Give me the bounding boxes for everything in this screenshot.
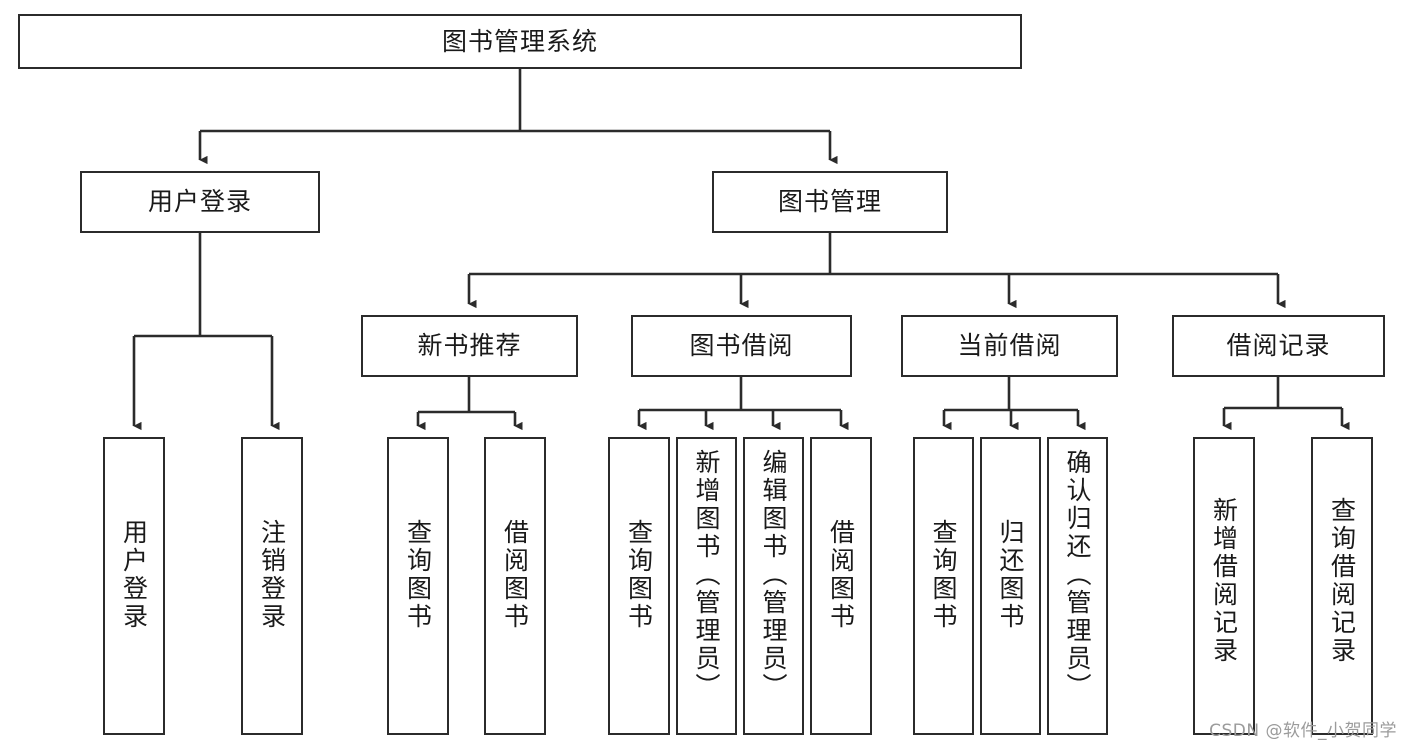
node-leaf-borrow-book-new[interactable]: 借阅图书 <box>484 437 546 735</box>
node-label: 注销登录 <box>257 519 287 631</box>
node-leaf-query-borrow-record[interactable]: 查询借阅记录 <box>1311 437 1373 735</box>
node-leaf-logout[interactable]: 注销登录 <box>241 437 303 735</box>
node-user-login[interactable]: 用户登录 <box>80 171 320 233</box>
node-leaf-user-login[interactable]: 用户登录 <box>103 437 165 735</box>
node-label: 借阅图书 <box>500 519 530 631</box>
node-leaf-return-book[interactable]: 归还图书 <box>980 437 1041 735</box>
node-leaf-add-borrow-record[interactable]: 新增借阅记录 <box>1193 437 1255 735</box>
node-root[interactable]: 图书管理系统 <box>18 14 1022 69</box>
node-label: 查询图书 <box>929 519 958 631</box>
node-leaf-query-book-new[interactable]: 查询图书 <box>387 437 449 735</box>
node-label: 查询借阅记录 <box>1327 497 1357 665</box>
watermark: CSDN @软件_小贺同学 <box>1209 721 1397 741</box>
node-current-borrow[interactable]: 当前借阅 <box>901 315 1118 377</box>
node-new-book-recommend[interactable]: 新书推荐 <box>361 315 578 377</box>
node-label: 用户登录 <box>119 519 149 631</box>
node-label: 编辑图书（管理员） <box>759 449 788 701</box>
node-leaf-query-book-current[interactable]: 查询图书 <box>913 437 974 735</box>
node-label: 确认归还（管理员） <box>1063 449 1092 701</box>
node-label: 借阅图书 <box>826 519 856 631</box>
node-leaf-edit-book-admin[interactable]: 编辑图书（管理员） <box>743 437 804 735</box>
node-book-borrow[interactable]: 图书借阅 <box>631 315 852 377</box>
node-leaf-add-book-admin[interactable]: 新增图书（管理员） <box>676 437 737 735</box>
node-label: 查询图书 <box>403 519 433 631</box>
node-label: 归还图书 <box>996 519 1025 631</box>
node-borrow-record[interactable]: 借阅记录 <box>1172 315 1385 377</box>
node-leaf-borrow-book[interactable]: 借阅图书 <box>810 437 872 735</box>
node-label: 查询图书 <box>624 519 654 631</box>
node-book-manage[interactable]: 图书管理 <box>712 171 948 233</box>
node-label: 新增借阅记录 <box>1209 497 1239 665</box>
node-label: 新增图书（管理员） <box>692 449 721 701</box>
node-leaf-confirm-return-admin[interactable]: 确认归还（管理员） <box>1047 437 1108 735</box>
node-leaf-query-book-borrow[interactable]: 查询图书 <box>608 437 670 735</box>
